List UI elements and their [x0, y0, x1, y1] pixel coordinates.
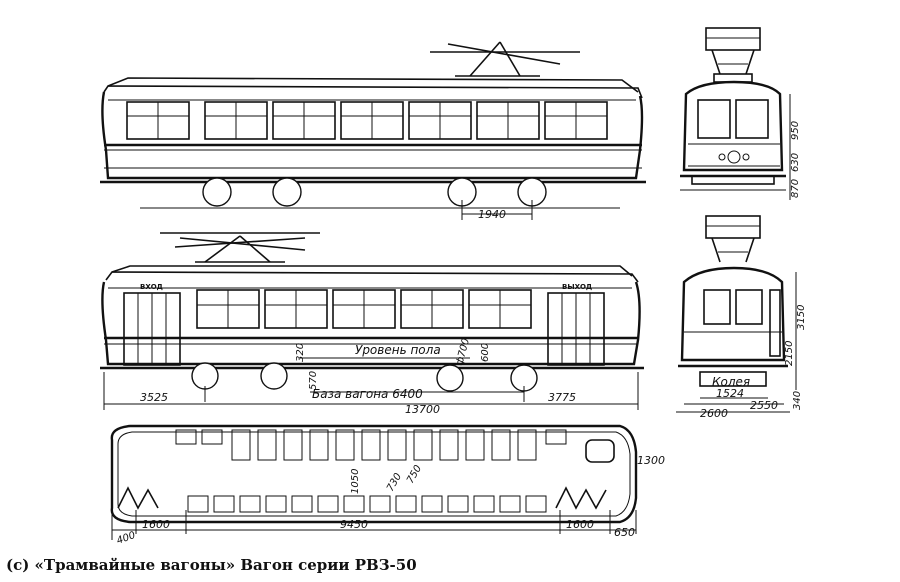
dim-seat-left: 1600	[142, 518, 170, 531]
side-view-top: 1940	[100, 41, 646, 221]
front-view-bottom: Колея 1524 2550 2600 3150 2150 340	[676, 215, 807, 420]
dim-height-floor: 2150	[784, 341, 795, 366]
dim-seat-pitch-2: 750	[405, 463, 424, 485]
doors-left: ВХОД	[123, 283, 181, 366]
windows-door-side	[196, 289, 532, 329]
dim-height-step: 340	[792, 391, 803, 410]
dim-width-body: 2550	[750, 399, 778, 412]
entry-label-left: ВХОД	[140, 283, 163, 291]
front-view-top: 950 630 870	[680, 27, 801, 200]
wheels-top-side	[202, 177, 547, 207]
dim-seat-right: 1600	[566, 518, 594, 531]
dim-height-total: 3150	[796, 305, 807, 330]
dim-middle: 9450	[340, 518, 368, 531]
dim-front-middle: 630	[790, 153, 801, 172]
caption: (c) «Трамвайные вагоны» Вагон серии РВЗ-…	[6, 556, 417, 574]
seats-bottom-row	[187, 495, 547, 513]
floor-level-label: Уровень пола	[355, 343, 441, 357]
dim-width-total: 2600	[700, 407, 728, 420]
dim-step: 320	[295, 343, 306, 362]
entry-label-right: ВЫХОД	[562, 283, 592, 291]
dim-end-right: 650	[614, 526, 635, 539]
dim-wheel-dia: ф700	[454, 337, 472, 367]
windows-top-side	[126, 101, 608, 140]
dim-end-left: 400	[115, 530, 137, 547]
pantograph-door-side	[160, 232, 320, 263]
dim-front-lower: 870	[790, 179, 801, 198]
seats-top-row	[175, 429, 567, 461]
dim-cab-width: 1300	[637, 454, 665, 467]
dim-front-upper: 950	[790, 121, 801, 140]
dim-floor-height: 570	[308, 371, 319, 390]
car-base-label: База вагона 6400	[312, 387, 423, 401]
dim-total-length: 13700	[405, 403, 440, 416]
dim-overhang-right: 3775	[548, 391, 576, 404]
dim-gauge: 1524	[716, 387, 744, 400]
plan-view: 1300 1050 730 750 400 1600 9450 1600 650	[110, 424, 665, 547]
pantograph-top	[430, 41, 580, 77]
dim-overhang-left: 3525	[140, 391, 168, 404]
dim-bogie-base: 1940	[478, 208, 506, 221]
gauge-label: Колея	[712, 375, 750, 389]
dim-aisle: 1050	[350, 469, 361, 494]
doors-right: ВЫХОД	[547, 283, 605, 366]
dim-wheel-height: 600	[480, 343, 491, 362]
dim-seat-pitch: 730	[385, 471, 404, 493]
side-view-door: ВХОД ВЫХОД Уровень пола 320 ф700 600	[100, 232, 644, 416]
